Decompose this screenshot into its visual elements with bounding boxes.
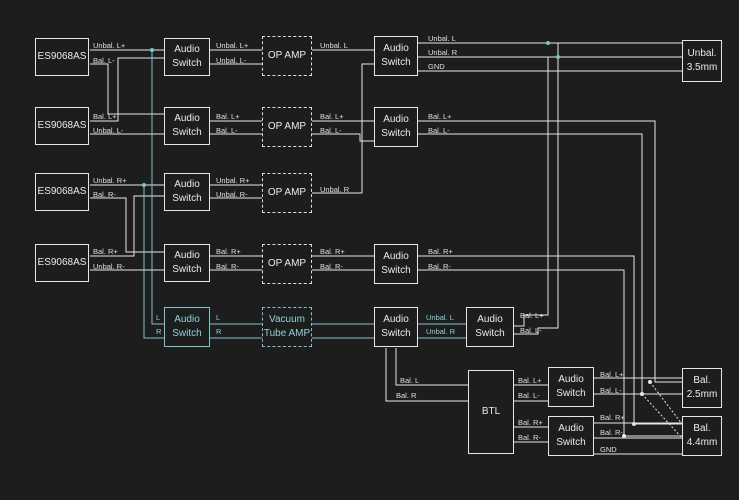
wire-label: Unbal. L — [426, 313, 454, 322]
wire-label: Unbal. L+ — [93, 41, 126, 50]
wire-label: Bal. R- — [600, 428, 623, 437]
dac-block-4: ES9068AS — [35, 244, 89, 282]
audio-switch-1: Audio Switch — [164, 38, 210, 76]
op-amp-4: OP AMP — [262, 244, 312, 284]
wire-label: GND — [428, 62, 445, 71]
wire-label: Unbal. R- — [93, 262, 125, 271]
wire-label: R — [216, 327, 222, 336]
audio-switch-5: Audio Switch — [164, 307, 210, 347]
wire-label: Bal. R- — [428, 262, 451, 271]
wire-label: Bal. R- — [93, 190, 116, 199]
vacuum-tube-amp: Vacuum Tube AMP — [262, 307, 312, 347]
wire-label: Bal. R+ — [428, 247, 453, 256]
wire-label: Bal. L- — [520, 326, 542, 335]
wire-label: Unbal. R+ — [93, 176, 127, 185]
wire-label: Bal. L- — [93, 56, 115, 65]
op-amp-3: OP AMP — [262, 173, 312, 213]
wire-label: Bal. L+ — [216, 112, 240, 121]
audio-switch-6: Audio Switch — [374, 36, 418, 76]
wire-label: L — [216, 313, 221, 322]
audio-switch-7: Audio Switch — [374, 107, 418, 147]
op-amp-2: OP AMP — [262, 107, 312, 147]
wire-label: Bal. L+ — [520, 311, 544, 320]
audio-switch-2: Audio Switch — [164, 107, 210, 145]
wire-label: Unbal. R — [320, 185, 350, 194]
wire-label: GND — [600, 445, 617, 454]
wire-label: L — [156, 313, 161, 322]
wire-label: Bal. L- — [320, 126, 342, 135]
audio-switch-8: Audio Switch — [374, 244, 418, 284]
wire-label: Bal. R+ — [93, 247, 118, 256]
wire-label: Bal. R- — [320, 262, 343, 271]
audio-switch-11: Audio Switch — [548, 367, 594, 407]
bal-4.4mm-jack: Bal. 4.4mm — [682, 416, 722, 456]
unbal-3.5mm-jack: Unbal. 3.5mm — [682, 40, 722, 82]
wire-label: Unbal. L- — [216, 56, 247, 65]
audio-switch-9: Audio Switch — [374, 307, 418, 347]
dac-block-1: ES9068AS — [35, 38, 89, 76]
wire-label: Unbal. R — [426, 327, 456, 336]
op-amp-1: OP AMP — [262, 36, 312, 76]
wire-label: Unbal. R — [428, 48, 458, 57]
wire-label: Bal. L+ — [600, 370, 624, 379]
bal-2.5mm-jack: Bal. 2.5mm — [682, 368, 722, 408]
wire-label: Unbal. L — [320, 41, 348, 50]
wire-label: R — [156, 327, 162, 336]
wire-label: Bal. L- — [216, 126, 238, 135]
wire-label: Unbal. L — [428, 34, 456, 43]
wire-label: Bal. R+ — [216, 247, 241, 256]
wire-label: Unbal. R+ — [216, 176, 250, 185]
audio-switch-10: Audio Switch — [466, 307, 514, 347]
wire-label: Bal. L+ — [320, 112, 344, 121]
audio-switch-3: Audio Switch — [164, 173, 210, 211]
wire-label: Bal. R+ — [518, 418, 543, 427]
wire-label: Unbal. R- — [216, 190, 248, 199]
wire-label: Bal. R- — [216, 262, 239, 271]
wire-label: Bal. R — [396, 391, 417, 400]
wire-label: Bal. L- — [428, 126, 450, 135]
wire-label: Bal. R- — [518, 433, 541, 442]
btl-block: BTL — [468, 370, 514, 454]
audio-switch-12: Audio Switch — [548, 416, 594, 456]
wire-label: Bal. L- — [600, 386, 622, 395]
wire-label: Bal. R+ — [600, 413, 625, 422]
wire-label: Bal. L+ — [93, 112, 117, 121]
wire-label: Bal. L — [400, 376, 420, 385]
wire-label: Unbal. L+ — [216, 41, 249, 50]
audio-switch-4: Audio Switch — [164, 244, 210, 282]
dac-block-3: ES9068AS — [35, 173, 89, 211]
wire-label: Unbal. L- — [93, 126, 124, 135]
wire-label: Bal. L+ — [428, 112, 452, 121]
wire-label: Bal. L+ — [518, 376, 542, 385]
wire-label: Bal. L- — [518, 391, 540, 400]
wire-label: Bal. R+ — [320, 247, 345, 256]
dac-block-2: ES9068AS — [35, 107, 89, 145]
